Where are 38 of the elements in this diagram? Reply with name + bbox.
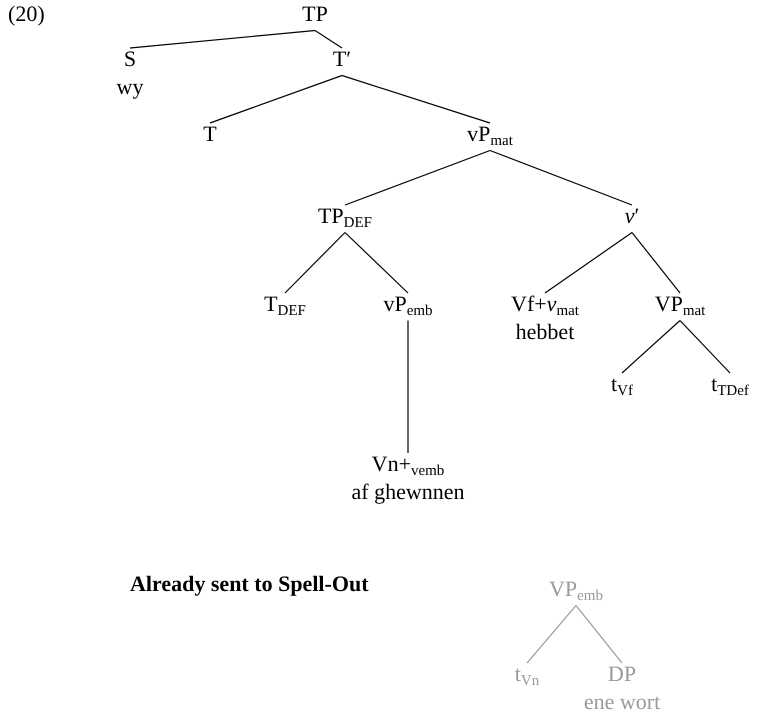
node-label: S: [124, 45, 136, 72]
node-label: Vf+v$_{mat}$: [511, 290, 579, 318]
tree-branch: [210, 74, 342, 124]
word-label: af ghewnnen: [352, 478, 464, 505]
tree-branch: [544, 232, 632, 294]
example-number: (20): [8, 0, 45, 28]
node-label: t$_{TDef}$: [711, 370, 749, 398]
node-label: T′: [332, 45, 352, 72]
tree-branch: [576, 605, 622, 664]
node-label: t$_{Vf}$: [611, 370, 633, 398]
node-label: Vn+$_{vemb}$: [372, 450, 444, 478]
node-label: DP: [608, 660, 636, 688]
node-label: T$_{DEF}$: [264, 290, 306, 318]
node-label: VP$_{emb}$: [549, 575, 603, 602]
note-text: Already sent to Spell-Out: [130, 570, 369, 598]
tree-branch: [284, 232, 346, 294]
tree-branch: [344, 150, 490, 206]
node-label: TP: [302, 0, 328, 28]
node-label: VP$_{mat}$: [654, 290, 706, 318]
word-label: ene wort: [584, 688, 660, 715]
tree-branch: [632, 232, 680, 294]
tree-branch: [342, 74, 490, 124]
node-label: t$_{Vn}$: [514, 660, 540, 688]
tree-branch: [314, 30, 342, 48]
node-label: v′: [624, 202, 640, 230]
node-label: TP$_{DEF}$: [318, 202, 372, 230]
tree-branch: [490, 150, 632, 206]
tree-branch: [130, 30, 316, 49]
node-label: vP$_{emb}$: [383, 290, 433, 318]
tree-branch: [680, 320, 730, 374]
tree-branch: [622, 320, 680, 374]
tree-branch: [344, 232, 408, 294]
tree-branch: [407, 320, 409, 453]
tree-branch: [526, 605, 576, 664]
node-label: T: [203, 120, 217, 148]
word-label: hebbet: [516, 318, 574, 345]
word-label: wy: [116, 72, 144, 100]
node-label: vP$_{mat}$: [467, 120, 513, 148]
